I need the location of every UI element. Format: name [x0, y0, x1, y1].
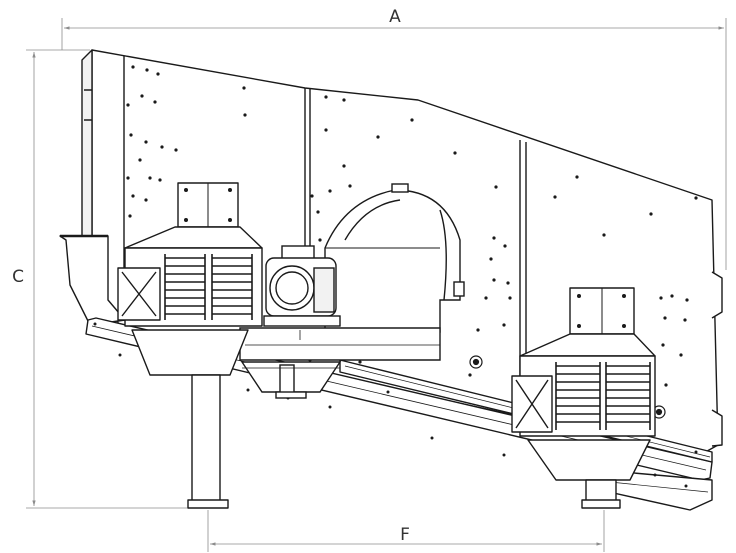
dimension-a [61, 18, 727, 270]
drive-guard [324, 183, 465, 333]
dimension-c [26, 49, 190, 509]
dimension-f [207, 510, 605, 552]
rear-bolt-holes [577, 294, 626, 328]
rear-springs [555, 362, 651, 430]
dimension-a-label: A [389, 7, 401, 27]
front-springs [164, 254, 253, 320]
middle-bracket [240, 361, 342, 399]
front-support [117, 182, 263, 509]
dimension-c-label: C [12, 267, 24, 287]
dimension-f-label: F [400, 525, 410, 545]
front-bolt-holes [184, 188, 232, 222]
